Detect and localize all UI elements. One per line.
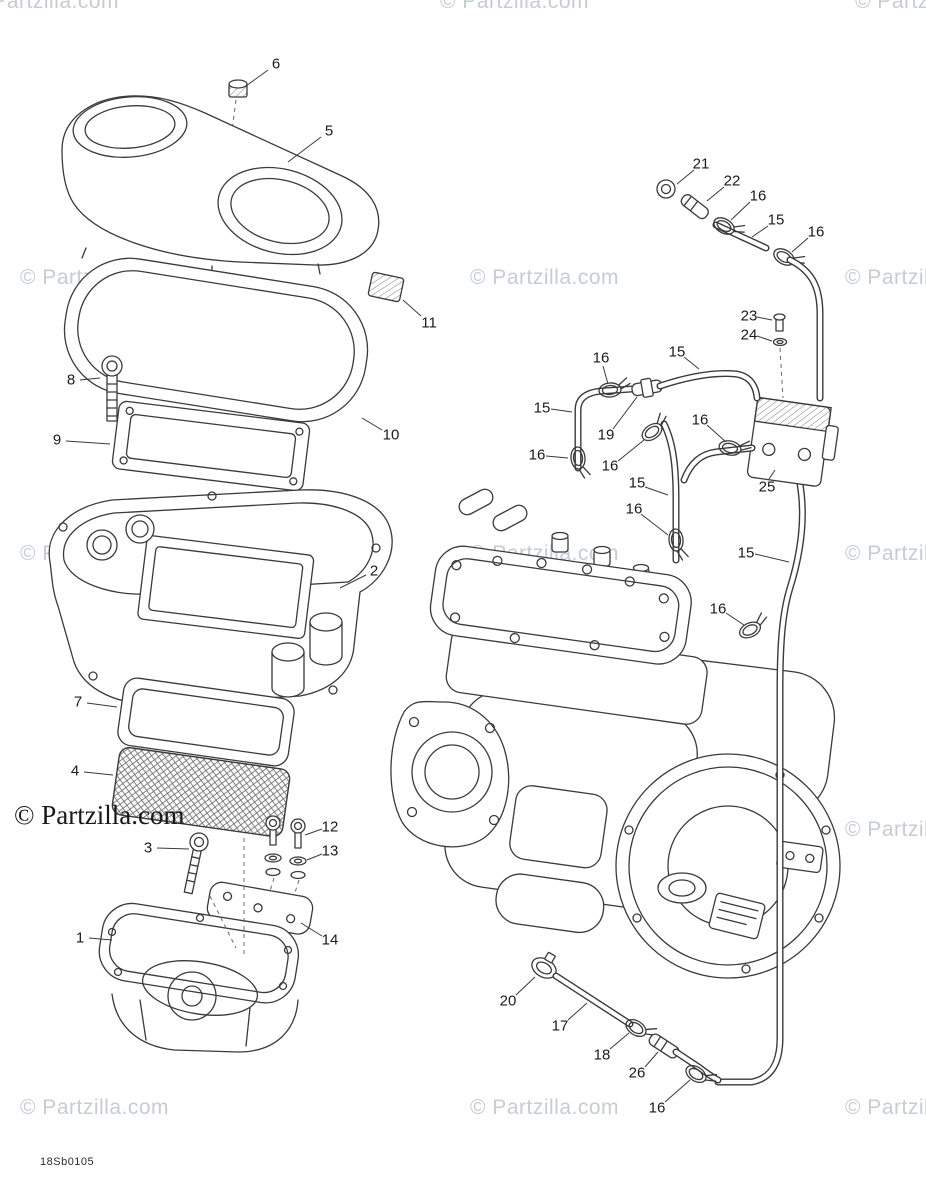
part-6-cap: [228, 79, 248, 147]
watermark: © Partzilla.com: [845, 542, 926, 565]
callout-13: 13: [321, 842, 339, 860]
part-3-bolt: [183, 832, 209, 895]
callout-19: 19: [597, 426, 615, 444]
callout-16: 16: [807, 223, 825, 241]
callout-23: 23: [740, 307, 758, 325]
part-25-valve: [746, 396, 839, 487]
part-23-screw: [773, 313, 786, 332]
watermark: © Partzilla.com: [470, 1096, 620, 1119]
callout-15: 15: [737, 544, 755, 562]
watermark: © Partzilla.com: [0, 0, 120, 13]
callout-15: 15: [533, 399, 551, 417]
callout-22: 22: [723, 172, 741, 190]
callout-10: 10: [382, 426, 400, 444]
part-1-housing: [98, 838, 300, 1053]
callout-20: 20: [499, 992, 517, 1010]
brand-watermark: © Partzilla.com: [14, 800, 185, 830]
callout-1: 1: [75, 929, 85, 947]
watermark: © Partzilla.com: [845, 1096, 926, 1119]
callout-8: 8: [66, 371, 76, 389]
part-10-seal: [63, 257, 369, 423]
callout-2: 2: [369, 562, 379, 580]
part-4-filter: [111, 746, 291, 838]
part-11-pad: [367, 271, 405, 303]
watermark: © Partzilla.com: [845, 266, 926, 289]
callout-16: 16: [648, 1099, 666, 1117]
callout-16: 16: [592, 349, 610, 367]
watermark: © Partzilla.com: [440, 0, 590, 13]
callout-5: 5: [324, 122, 334, 140]
part-24-washer: [772, 337, 788, 347]
callout-16: 16: [625, 500, 643, 518]
callout-17: 17: [551, 1017, 569, 1035]
hoses-and-fittings: [531, 179, 839, 1092]
callout-4: 4: [70, 762, 80, 780]
callout-14: 14: [321, 931, 339, 949]
watermark: © Partzilla.com: [855, 0, 926, 13]
callout-16: 16: [691, 411, 709, 429]
callout-18: 18: [593, 1046, 611, 1064]
callout-15: 15: [628, 474, 646, 492]
callout-15: 15: [767, 211, 785, 229]
callout-16: 16: [528, 446, 546, 464]
callout-7: 7: [73, 693, 83, 711]
callout-16: 16: [709, 600, 727, 618]
diagram-code: 18Sb0105: [40, 1156, 95, 1168]
part-9-gasket: [111, 400, 311, 492]
part-2-base: [48, 489, 393, 705]
part-8-bolt: [101, 355, 123, 422]
callout-16: 16: [601, 457, 619, 475]
callout-6: 6: [271, 55, 281, 73]
callout-25: 25: [758, 478, 776, 496]
part-19-fitting: [631, 377, 663, 398]
part-20-clamp: [531, 951, 557, 979]
part-7-gasket: [117, 677, 295, 767]
callout-9: 9: [52, 431, 62, 449]
part-12-13-screws-washers: [264, 815, 307, 903]
callout-16: 16: [749, 187, 767, 205]
engine-assembly: [390, 488, 841, 979]
callout-3: 3: [143, 839, 153, 857]
callout-12: 12: [321, 818, 339, 836]
part-22-fitting: [680, 194, 709, 220]
part-21-cap: [656, 179, 676, 199]
callout-15: 15: [668, 343, 686, 361]
callout-11: 11: [421, 314, 437, 332]
callout-26: 26: [628, 1064, 646, 1082]
callout-24: 24: [740, 326, 758, 344]
callout-21: 21: [692, 155, 710, 173]
watermark: © Partzilla.com: [470, 266, 620, 289]
watermark: © Partzilla.com: [845, 818, 926, 841]
watermark: © Partzilla.com: [20, 1096, 170, 1119]
